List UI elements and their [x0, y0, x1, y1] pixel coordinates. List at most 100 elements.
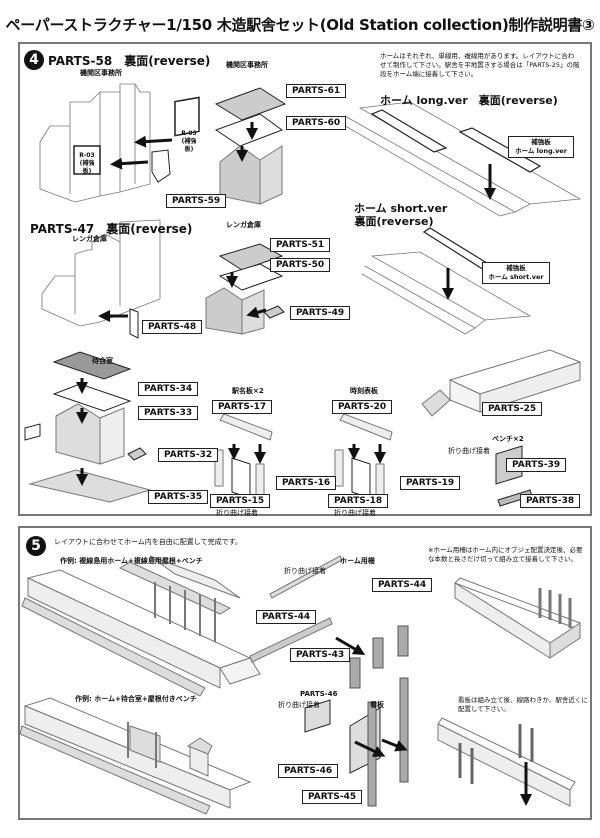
parts-45-post	[399, 677, 409, 783]
parts-61-roof	[214, 87, 287, 121]
parts-35-floor	[28, 469, 152, 503]
parts-43-post	[372, 637, 384, 669]
label-parts-43: PARTS-43	[290, 648, 351, 662]
example-2-diorama	[20, 697, 252, 815]
platform-long-net	[341, 101, 582, 217]
r03-plate-left	[73, 145, 101, 175]
fence-note: ※ホーム用柵はホーム内にオブジェ配置決定後、必要な本数と長さだけ切って組み立て接…	[428, 546, 583, 563]
parts-45-post	[367, 701, 377, 807]
label-parts-25: PARTS-25	[482, 402, 543, 416]
parts-49-piece	[263, 305, 285, 319]
label-parts-18: PARTS-18	[328, 494, 389, 508]
label-parts-16: PARTS-16	[276, 476, 337, 490]
parts-58-net	[39, 83, 151, 203]
step-4-badge: 4	[24, 50, 44, 70]
callout-reinforcement-short: 補強板ホーム short.ver	[482, 262, 550, 284]
parts-15-board	[231, 457, 251, 499]
label-parts-50: PARTS-50	[270, 258, 331, 272]
warehouse-building	[205, 287, 243, 335]
step-5-intro: レイアウトに合わせてホーム内を自由に配置して完成です。	[54, 538, 242, 546]
label-parts-17: PARTS-17	[212, 400, 273, 414]
step-5-badge: 5	[26, 536, 46, 556]
label-parts-35: PARTS-35	[148, 490, 209, 504]
arrow	[110, 157, 149, 170]
example-1-diorama	[21, 555, 261, 697]
parts-16-post-left	[214, 449, 224, 487]
station-sign-caption: 駅名板×2	[232, 387, 264, 395]
label-parts-61: PARTS-61	[286, 84, 347, 98]
label-parts-44-a: PARTS-44	[372, 578, 433, 592]
parts-34-roof	[52, 351, 132, 380]
r03-plate-right	[174, 96, 200, 137]
parts-58-caption: 機関区事務所	[80, 69, 122, 77]
parts-20-board	[339, 413, 393, 441]
rail-track	[21, 597, 206, 697]
waiting-room-building	[55, 403, 101, 465]
sign-fold-note: 折り曲げ接着	[278, 701, 320, 709]
reinforcement-long-right	[458, 127, 542, 173]
fold-note-18: 折り曲げ接着	[334, 509, 376, 517]
arrow	[134, 135, 173, 148]
label-parts-38: PARTS-38	[520, 494, 581, 508]
label-parts-60: PARTS-60	[286, 116, 347, 130]
label-parts-34: PARTS-34	[138, 382, 199, 396]
parts-43-post	[397, 625, 409, 657]
label-parts-15: PARTS-15	[210, 494, 271, 508]
reinforcement-long-left	[370, 109, 448, 153]
document-title: ペーパーストラクチャー1/150 木造駅舎セット(Old Station col…	[5, 16, 595, 34]
fence-fold-note: 折り曲げ接着	[284, 567, 326, 575]
fence-posts	[538, 588, 572, 628]
example-1-caption: 作例: 複線島用ホーム+複線島用屋根+ベンチ	[60, 557, 203, 565]
timetable-caption: 時刻表板	[350, 387, 378, 395]
parts-18-board	[351, 457, 371, 499]
label-parts-49: PARTS-49	[290, 306, 351, 320]
office-caption: 機関区事務所	[226, 61, 268, 69]
label-parts-19: PARTS-19	[400, 476, 461, 490]
bench-caption: ベンチ×2	[492, 435, 524, 443]
label-parts-45: PARTS-45	[302, 790, 363, 804]
parts-48-piece	[129, 308, 139, 339]
label-parts-59: PARTS-59	[166, 194, 227, 208]
waiting-room-caption: 待合室	[92, 357, 113, 365]
parts-51-roof	[218, 243, 284, 271]
warehouse-caption: レンガ倉庫	[226, 221, 261, 229]
r03-left-label: R-03(補強板)	[79, 152, 95, 175]
roof	[149, 555, 241, 599]
fold-note-15: 折り曲げ接着	[216, 509, 258, 517]
parts-47-caption: レンガ倉庫	[72, 235, 107, 243]
callout-reinforcement-long: 補強板ホーム long.ver	[508, 136, 574, 158]
label-parts-44-b: PARTS-44	[256, 610, 317, 624]
step-4-panel: 4 PARTS-58 裏面(reverse) 機関区事務所 R-03(補強板) …	[18, 42, 592, 517]
r03-right-label: R-03(補強板)	[181, 130, 197, 153]
platform-note: ホームはそれぞれ、単線用、複線用があります。レイアウトに合わせて制作して下さい。…	[380, 52, 580, 78]
parts-44-rail-a	[269, 555, 343, 599]
label-parts-48: PARTS-48	[142, 320, 203, 334]
parts-43-post	[349, 657, 361, 689]
step-5-panel: 5 レイアウトに合わせてホーム内を自由に配置して完成です。 作例: 複線島用ホー…	[18, 526, 592, 820]
label-parts-20: PARTS-20	[332, 400, 393, 414]
fence-caption: ホーム用柵	[340, 557, 375, 565]
fold-note-bench: 折り曲げ接着	[448, 447, 490, 455]
step-5-illustrations	[20, 555, 581, 815]
label-parts-39: PARTS-39	[506, 458, 567, 472]
parts-33-roof	[52, 383, 132, 412]
step-4-illustrations	[24, 83, 582, 507]
parts-60-roof	[214, 113, 284, 147]
example-2-caption: 作例: ホーム+待合室+屋根付きベンチ	[75, 695, 197, 703]
parts-59-piece	[151, 149, 171, 183]
sign-parts-title: PARTS-46	[300, 690, 338, 698]
parts-17-board	[219, 413, 273, 441]
parts-19-post-left	[334, 449, 344, 487]
sign-note: 看板は組み立て後、線路わきか、駅舎近くに配置して下さい。	[458, 696, 588, 713]
parts-44-rail-b	[249, 617, 333, 663]
parts-47-net	[41, 219, 161, 327]
label-parts-33: PARTS-33	[138, 406, 199, 420]
parts-46-sign	[304, 699, 331, 733]
parts-58-heading: PARTS-58 裏面(reverse)	[48, 54, 211, 68]
rail-track	[20, 725, 211, 815]
platform-long-heading: ホーム long.ver 裏面(reverse)	[380, 94, 558, 107]
label-parts-51: PARTS-51	[270, 238, 331, 252]
parts-32-piece	[127, 447, 147, 461]
parts-47-heading: PARTS-47 裏面(reverse)	[30, 222, 193, 236]
